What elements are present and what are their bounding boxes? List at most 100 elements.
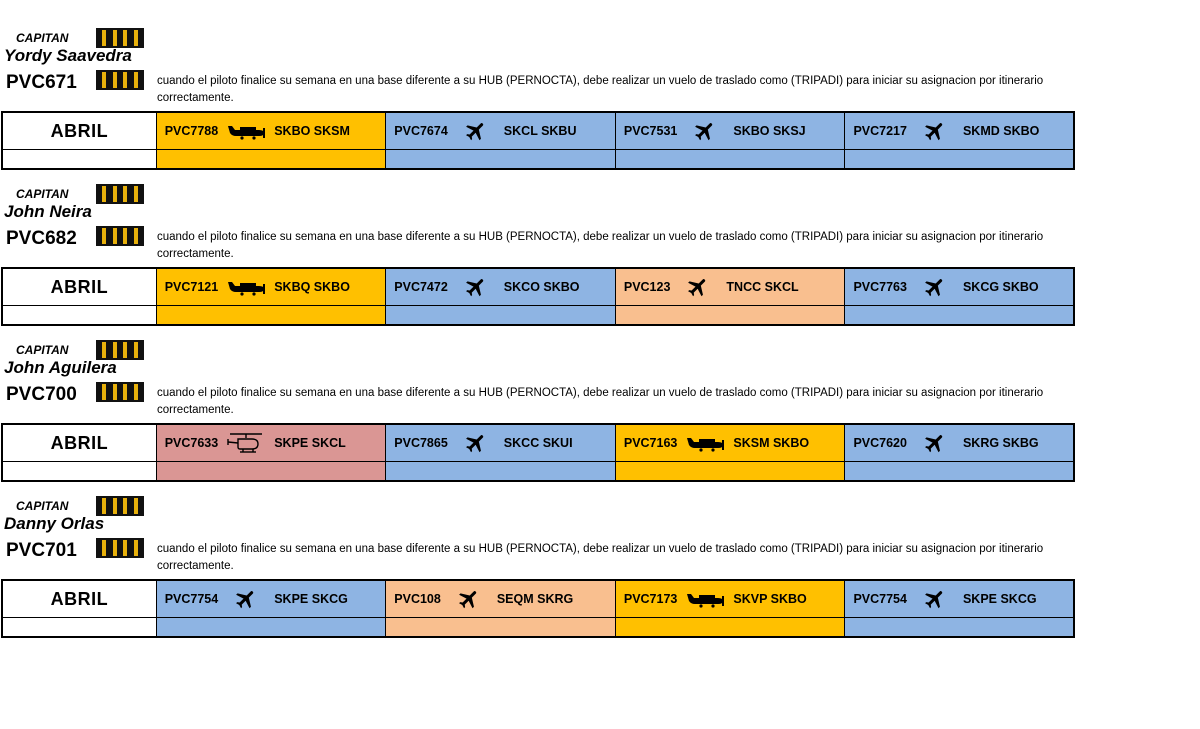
jet-plane-icon <box>456 429 496 457</box>
pilot-rank: CAPITAN <box>16 343 69 357</box>
schedule-color-row <box>3 306 1074 324</box>
pilot-name: Yordy Saavedra <box>4 46 132 65</box>
schedule-table: ABRIL PVC7633 SKPE SKCL PVC7865 SKCC SKU… <box>1 423 1075 482</box>
pilot-code: PVC700 <box>6 384 77 405</box>
propeller-plane-icon <box>685 585 725 613</box>
color-cell <box>614 150 845 168</box>
flight-segment[interactable]: PVC7674 SKCL SKBU <box>385 113 615 149</box>
captain-stripes-icon <box>96 382 144 402</box>
flight-segment[interactable]: PVC7217 SKMD SKBO <box>844 113 1074 149</box>
schedule-row: ABRIL PVC7121 SKBQ SKBO PVC7472 SKCO SKB… <box>3 269 1074 306</box>
flight-number: PVC7754 <box>853 592 907 606</box>
captain-stripes-icon <box>96 496 144 516</box>
jet-plane-icon <box>915 273 955 301</box>
color-cell <box>844 618 1074 636</box>
flight-route: SKBO SKSM <box>274 124 350 138</box>
captain-stripes-icon <box>96 538 144 558</box>
propeller-plane-icon <box>226 273 266 301</box>
color-cell <box>614 618 845 636</box>
flight-route: SKSM SKBO <box>733 436 810 450</box>
flight-segment[interactable]: PVC7763 SKCG SKBO <box>844 269 1074 305</box>
pilot-block: CAPITAN Yordy Saavedra PVC671 cuando el … <box>0 28 1200 188</box>
flight-route: SKMD SKBO <box>962 124 1040 138</box>
flight-number: PVC7121 <box>164 280 219 294</box>
flight-segment[interactable]: PVC7620 SKRG SKBG <box>844 425 1074 461</box>
flight-route: SKPE SKCL <box>274 436 346 450</box>
flight-number: PVC7763 <box>853 280 907 294</box>
schedule-color-row <box>3 150 1074 168</box>
flight-route: SEQM SKRG <box>496 592 574 606</box>
pilot-name: Danny Orlas <box>4 514 105 533</box>
jet-plane-icon <box>685 117 725 145</box>
flight-number: PVC7633 <box>164 436 219 450</box>
color-cell <box>844 306 1074 324</box>
flight-segment[interactable]: PVC7754 SKPE SKCG <box>844 581 1074 617</box>
flight-segment[interactable]: PVC7173 SKVP SKBO <box>614 581 845 617</box>
pilot-code: PVC682 <box>6 228 77 249</box>
pilot-note: cuando el piloto finalice su semana en u… <box>157 387 1044 416</box>
helicopter-icon <box>226 429 266 457</box>
month-label: ABRIL <box>3 113 156 149</box>
empty-cell <box>3 150 156 168</box>
pilot-rank: CAPITAN <box>16 187 69 201</box>
schedule-table: ABRIL PVC7754 SKPE SKCG PVC108 SEQM SKRG… <box>1 579 1075 638</box>
color-cell <box>385 150 615 168</box>
flight-segment[interactable]: PVC123 TNCC SKCL <box>614 269 845 305</box>
jet-plane-icon <box>226 585 266 613</box>
flight-segment[interactable]: PVC7865 SKCC SKUI <box>385 425 615 461</box>
flight-number: PVC123 <box>623 280 671 294</box>
jet-plane-icon <box>915 585 955 613</box>
color-cell <box>155 150 386 168</box>
month-label: ABRIL <box>3 581 156 617</box>
color-cell <box>614 306 845 324</box>
captain-stripes-icon <box>96 184 144 204</box>
flight-number: PVC7754 <box>164 592 219 606</box>
flight-segment[interactable]: PVC7754 SKPE SKCG <box>155 581 386 617</box>
pilot-block: CAPITAN John Neira PVC682 cuando el pilo… <box>0 184 1200 344</box>
schedule-row: ABRIL PVC7633 SKPE SKCL PVC7865 SKCC SKU… <box>3 425 1074 462</box>
schedule-color-row <box>3 618 1074 636</box>
flight-segment[interactable]: PVC7121 SKBQ SKBO <box>155 269 386 305</box>
flight-number: PVC7163 <box>623 436 678 450</box>
pilot-block: CAPITAN Danny Orlas PVC701 cuando el pil… <box>0 496 1200 656</box>
flight-segment[interactable]: PVC7633 SKPE SKCL <box>155 425 386 461</box>
flight-route: SKVP SKBO <box>733 592 807 606</box>
jet-plane-icon <box>456 273 496 301</box>
flight-route: SKCL SKBU <box>503 124 577 138</box>
flight-segment[interactable]: PVC7472 SKCO SKBO <box>385 269 615 305</box>
flight-number: PVC7531 <box>623 124 678 138</box>
jet-plane-icon <box>915 429 955 457</box>
color-cell <box>385 306 615 324</box>
flight-route: SKBQ SKBO <box>274 280 350 294</box>
flight-segment[interactable]: PVC7163 SKSM SKBO <box>614 425 845 461</box>
propeller-plane-icon <box>685 429 725 457</box>
captain-stripes-icon <box>96 340 144 360</box>
schedule-row: ABRIL PVC7788 SKBO SKSM PVC7674 SKCL SKB… <box>3 113 1074 150</box>
flight-number: PVC7217 <box>853 124 907 138</box>
schedule-color-row <box>3 462 1074 480</box>
pilot-block: CAPITAN John Aguilera PVC700 cuando el p… <box>0 340 1200 500</box>
flight-segment[interactable]: PVC108 SEQM SKRG <box>385 581 615 617</box>
schedule-row: ABRIL PVC7754 SKPE SKCG PVC108 SEQM SKRG… <box>3 581 1074 618</box>
pilot-name: John Neira <box>4 202 92 221</box>
jet-plane-icon <box>915 117 955 145</box>
pilot-code: PVC671 <box>6 72 77 93</box>
flight-route: SKRG SKBG <box>962 436 1039 450</box>
flight-number: PVC7674 <box>394 124 448 138</box>
color-cell <box>844 462 1074 480</box>
flight-route: SKCO SKBO <box>503 280 580 294</box>
pilot-rank: CAPITAN <box>16 499 69 513</box>
jet-plane-icon <box>456 117 496 145</box>
color-cell <box>155 618 386 636</box>
month-label: ABRIL <box>3 425 156 461</box>
empty-cell <box>3 462 156 480</box>
captain-stripes-icon <box>96 70 144 90</box>
pilot-code: PVC701 <box>6 540 77 561</box>
flight-number: PVC7865 <box>394 436 448 450</box>
flight-segment[interactable]: PVC7788 SKBO SKSM <box>155 113 386 149</box>
color-cell <box>844 150 1074 168</box>
flight-segment[interactable]: PVC7531 SKBO SKSJ <box>614 113 845 149</box>
flight-route: SKPE SKCG <box>962 592 1037 606</box>
color-cell <box>385 462 615 480</box>
pilot-name: John Aguilera <box>4 358 117 377</box>
